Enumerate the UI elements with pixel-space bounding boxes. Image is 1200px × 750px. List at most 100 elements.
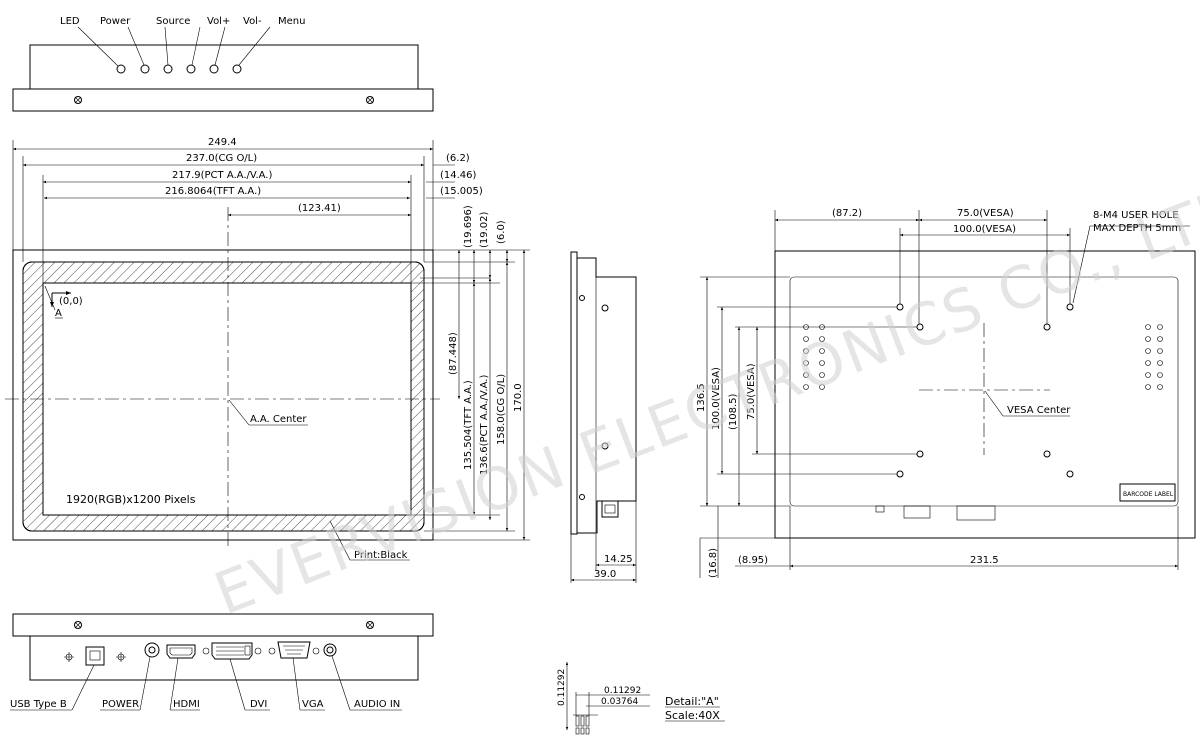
menu-button-icon — [232, 64, 242, 74]
label-dvi: DVI — [250, 699, 267, 710]
barcode-label-box — [1119, 483, 1176, 502]
print-black-label: Print:Black — [354, 550, 408, 561]
max-depth-note: MAX DEPTH 5mm — [1093, 223, 1181, 234]
vent-holes-left — [803, 324, 825, 390]
dim-pct-width: 217.9(PCT A.A./V.A.) — [172, 170, 272, 181]
vol-down-button-icon — [209, 64, 219, 74]
dim-pct-height: 136.6(PCT A.A./V.A.) — [479, 375, 490, 475]
side-view: 14.25 39.0 — [570, 251, 637, 583]
vent-holes-right — [1145, 324, 1163, 390]
dim-39-0: 39.0 — [594, 569, 616, 580]
detail-a-ref: A — [55, 308, 62, 319]
label-power: Power — [100, 16, 131, 27]
dim-vesa-100-left: 100.0(VESA) — [711, 367, 722, 430]
label-led: LED — [60, 16, 80, 27]
detail-a: 0.11292 0.11292 0.03764 Detail:"A" Scale… — [557, 662, 725, 735]
label-menu: Menu — [278, 16, 305, 27]
label-power-port: POWER — [102, 699, 139, 710]
dim-170: 170.0 — [513, 383, 524, 412]
front-view: 249.4 237.0(CG O/L) 217.9(PCT A.A./V.A.)… — [5, 137, 530, 561]
detail-dim-horizontal-2: 0.03764 — [601, 697, 638, 707]
top-view: LED Power Source Vol+ Vol- Menu — [12, 16, 434, 112]
audio-jack-icon — [323, 643, 337, 657]
vesa-hole-icon — [916, 450, 924, 458]
bottom-view: USB Type B POWER HDMI DVI VGA AUDIO IN — [10, 613, 434, 711]
top-view-bezel-strip — [12, 88, 434, 112]
dim-center-offset: (123.41) — [298, 203, 341, 214]
detail-pixel-grid — [575, 715, 590, 735]
dim-cg-width: 237.0(CG O/L) — [186, 153, 257, 164]
label-vga: VGA — [302, 699, 324, 710]
label-vol-up: Vol+ — [207, 16, 230, 27]
barcode-label-text: BARCODE LABEL — [1123, 491, 1174, 498]
screw-icon — [74, 621, 82, 629]
vesa-hole-icon — [1043, 450, 1051, 458]
screw-icon — [366, 96, 374, 104]
screw-icon — [366, 621, 374, 629]
hdmi-port-icon — [166, 644, 196, 659]
side-body — [577, 257, 637, 534]
detail-title: Detail:"A" — [665, 695, 719, 708]
rear-view: BARCODE LABEL (87.2) 75.0(VESA) 100.0(VE… — [696, 208, 1196, 578]
label-vol-down: Vol- — [243, 16, 262, 27]
dim-108-5: (108.5) — [728, 393, 739, 430]
dim-vesa-75-left: 75.0(VESA) — [746, 363, 757, 420]
detail-dim-horizontal-1: 0.11292 — [604, 686, 641, 696]
dim-vesa-75-top: 75.0(VESA) — [957, 208, 1014, 219]
side-screw-icon — [601, 442, 609, 450]
label-usb-type-b: USB Type B — [10, 699, 67, 710]
dim-cg-height: 158.0(CG O/L) — [496, 374, 507, 445]
dim-16-8: (16.8) — [708, 548, 719, 578]
company-watermark: EVERVISION ELECTRONICS CO., LTD — [206, 171, 1200, 628]
dvi-port-icon — [202, 642, 262, 660]
power-jack-icon — [144, 642, 160, 658]
dim-249-4: 249.4 — [208, 137, 237, 148]
label-source: Source — [156, 16, 190, 27]
vesa-hole-icon — [1066, 470, 1074, 478]
rear-outer-frame — [774, 250, 1196, 539]
detail-scale: Scale:40X — [665, 709, 720, 722]
side-screw-icon — [579, 494, 585, 500]
vesa-hole-icon — [896, 470, 904, 478]
power-button-icon — [140, 64, 150, 74]
vesa-hole-icon — [1043, 323, 1051, 331]
top-view-upper-body — [29, 44, 419, 90]
dim-15-005: (15.005) — [440, 186, 483, 197]
cover-glass-outline — [22, 261, 425, 532]
front-outer-frame — [12, 249, 434, 541]
dim-tft-width: 216.8064(TFT A.A.) — [165, 186, 261, 197]
led-indicator-icon — [116, 64, 126, 74]
dim-87-2: (87.2) — [832, 208, 862, 219]
source-button-icon — [163, 64, 173, 74]
user-hole-note: 8-M4 USER HOLE — [1093, 210, 1179, 221]
detail-dim-vertical: 0.11292 — [557, 669, 567, 706]
dim-6-2: (6.2) — [446, 153, 470, 164]
dim-136-5: 136.5 — [696, 383, 707, 412]
side-screw-icon — [601, 304, 609, 312]
dim-6-0: (6.0) — [496, 220, 507, 244]
side-bezel — [570, 251, 578, 535]
black-print-border — [22, 261, 425, 532]
dim-19-696: (19.696) — [463, 205, 474, 248]
side-screw-icon — [579, 295, 585, 301]
dim-tft-height: 135.504(TFT A.A.) — [463, 380, 474, 470]
aa-center-label: A.A. Center — [250, 414, 307, 425]
vga-port-icon — [268, 641, 320, 659]
label-audio-in: AUDIO IN — [354, 699, 400, 710]
dim-231-5: 231.5 — [970, 555, 999, 566]
dim-14-46: (14.46) — [440, 170, 477, 181]
dim-19-02: (19.02) — [479, 211, 490, 248]
label-hdmi: HDMI — [173, 699, 200, 710]
origin-label: (0,0) — [59, 296, 83, 307]
dim-87-448: (87.448) — [448, 332, 459, 375]
dim-8-95: (8.95) — [738, 555, 768, 566]
bottom-body — [29, 635, 419, 681]
pixel-resolution-label: 1920(RGB)x1200 Pixels — [66, 493, 196, 506]
usb-b-port-icon — [64, 646, 126, 666]
vol-up-button-icon — [186, 64, 196, 74]
vesa-center-label: VESA Center — [1007, 405, 1071, 416]
dim-vesa-100-top: 100.0(VESA) — [953, 224, 1016, 235]
screw-icon — [74, 96, 82, 104]
